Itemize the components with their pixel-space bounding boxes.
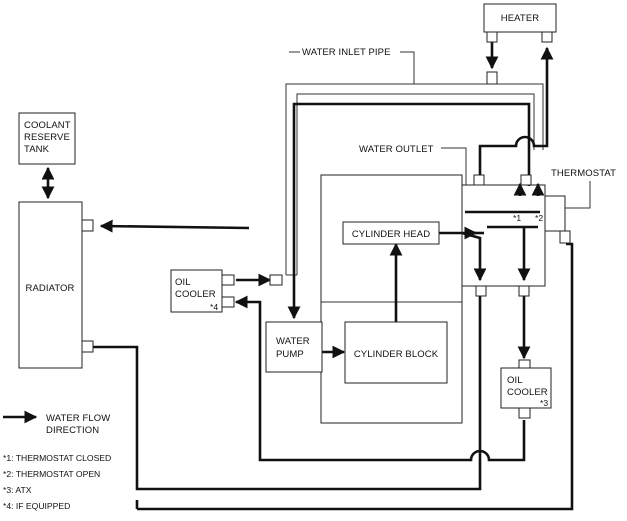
radiator-label: RADIATOR: [25, 283, 74, 294]
tank-label-2: RESERVE: [24, 132, 70, 143]
callout-water-inlet-pipe: WATER INLET PIPE: [289, 47, 415, 84]
legend-note-1: *1: THERMOSTAT CLOSED: [3, 453, 111, 463]
legend-arrow-label-2: DIRECTION: [46, 425, 99, 436]
oil-cooler-right-label-2: COOLER: [507, 387, 548, 398]
oil-cooler-left-label-1: OIL: [175, 277, 191, 288]
legend-note-2: *2: THERMOSTAT OPEN: [3, 469, 100, 479]
legend: WATER FLOW DIRECTION *1: THERMOSTAT CLOS…: [3, 410, 111, 511]
cylinder-head-label: CYLINDER HEAD: [352, 229, 430, 240]
inlet-pipe-port: [486, 71, 498, 85]
water-pump-label-1: WATER: [276, 336, 310, 347]
cylinder-head: CYLINDER HEAD: [342, 221, 440, 245]
oil-cooler-left: OIL COOLER *4: [170, 269, 235, 313]
cylinder-block-label: CYLINDER BLOCK: [354, 349, 439, 360]
water-pump-label-2: PUMP: [276, 349, 304, 360]
heater-label: HEATER: [501, 13, 539, 24]
engine-outline: [320, 174, 463, 424]
water-inlet-pipe-label: WATER INLET PIPE: [302, 47, 391, 58]
mark-1: *1: [513, 213, 521, 223]
pump-inlet-port: [269, 274, 283, 286]
water-outlet-label: WATER OUTLET: [359, 144, 434, 155]
thermostat-label: THERMOSTAT: [551, 168, 616, 179]
oil-cooler-right-note: *3: [540, 398, 548, 408]
cylinder-block: CYLINDER BLOCK: [344, 321, 448, 384]
thermostat-housing: *1 *2: [461, 174, 571, 297]
flow-lines: [41, 40, 574, 511]
coolant-reserve-tank: COOLANT RESERVE TANK: [18, 112, 76, 165]
tank-label-3: TANK: [24, 144, 50, 155]
tank-label-1: COOLANT: [24, 120, 71, 131]
oil-cooler-left-label-2: COOLER: [175, 289, 216, 300]
radiator: RADIATOR: [18, 201, 94, 369]
oil-cooler-right: OIL COOLER *3: [500, 359, 552, 419]
heater: HEATER: [483, 3, 557, 43]
water-pump: WATER PUMP: [265, 321, 323, 373]
mark-2: *2: [535, 213, 543, 223]
oil-cooler-left-note: *4: [210, 302, 218, 312]
oil-cooler-right-label-1: OIL: [507, 375, 523, 386]
legend-note-4: *4: IF EQUIPPED: [3, 501, 70, 511]
legend-note-3: *3: ATX: [3, 485, 32, 495]
legend-arrow-label-1: WATER FLOW: [46, 413, 110, 424]
callout-thermostat: THERMOSTAT: [551, 168, 616, 209]
callout-water-outlet: WATER OUTLET: [359, 144, 467, 185]
